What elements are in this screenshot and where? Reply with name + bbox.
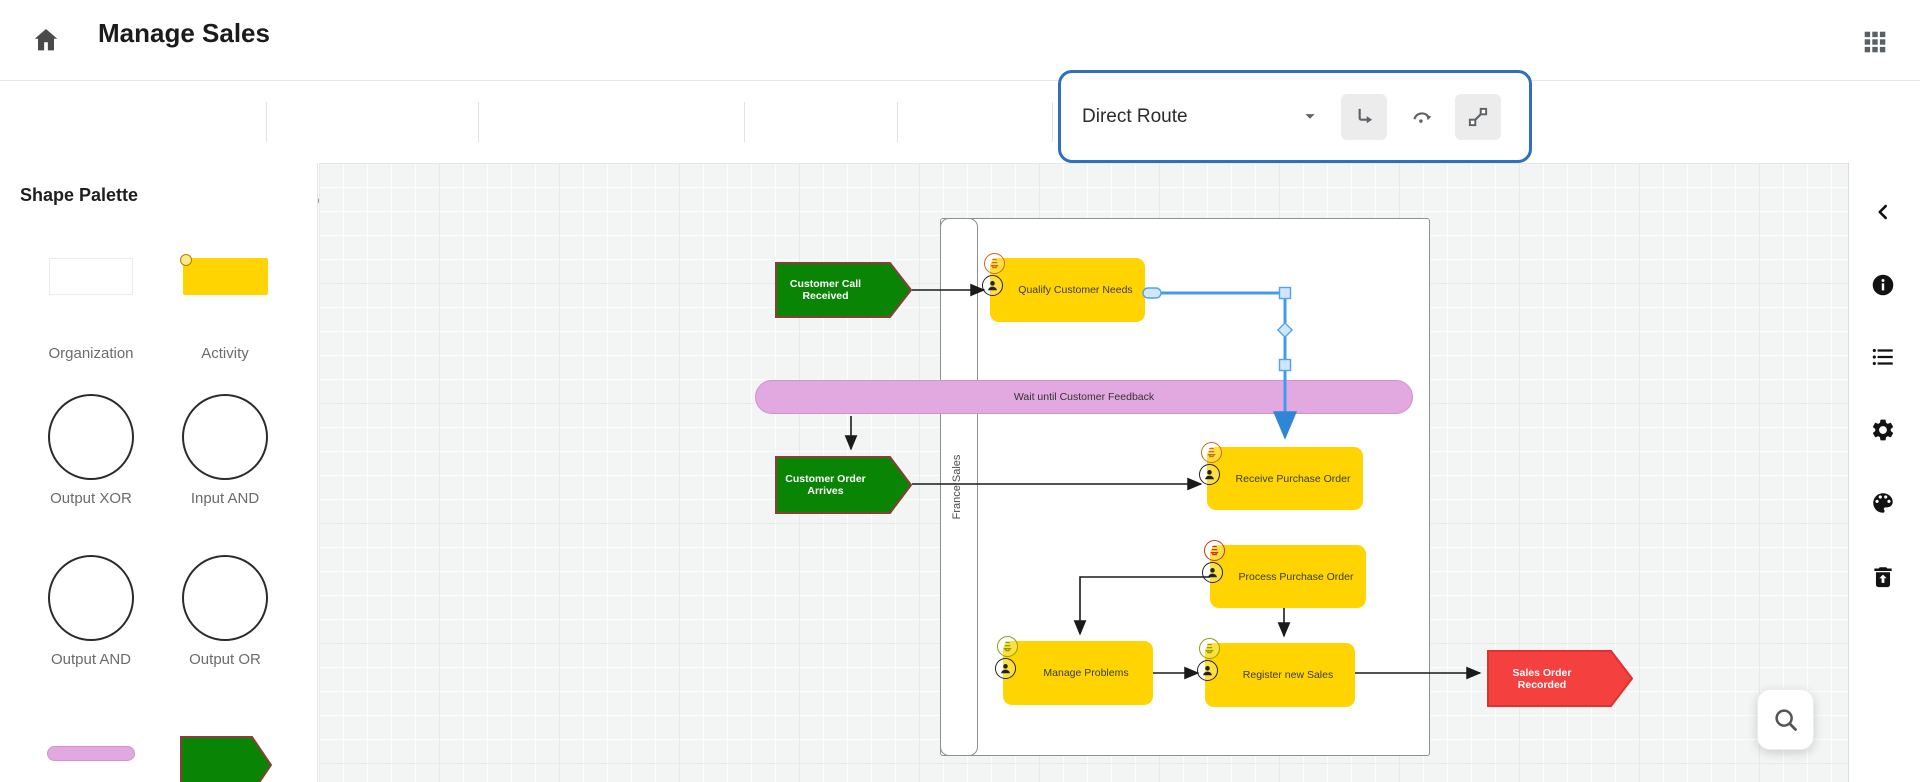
connector-circle-shape bbox=[182, 555, 268, 641]
magnifier-icon bbox=[1774, 708, 1797, 731]
node-label: Manage Problems bbox=[1043, 667, 1129, 679]
collapse-left-icon bbox=[1878, 204, 1888, 220]
palette-item-output-or[interactable]: Output OR bbox=[150, 551, 300, 701]
node-process-purchase-order[interactable]: Process Purchase Order bbox=[1202, 540, 1366, 608]
palette-item-label: Activity bbox=[201, 345, 249, 362]
person-badge-icon bbox=[995, 658, 1016, 679]
person-badge-icon bbox=[1197, 660, 1218, 681]
node-qualify-customer-needs[interactable]: Qualify Customer Needs bbox=[982, 253, 1145, 322]
swimlane-header[interactable] bbox=[940, 218, 978, 756]
straight-connector-button[interactable] bbox=[1455, 94, 1501, 140]
settings-button[interactable] bbox=[1859, 406, 1907, 454]
palette-item-output-and[interactable]: Output AND bbox=[16, 551, 166, 701]
connector-circle-shape bbox=[48, 555, 134, 641]
palette-item-label: Output AND bbox=[50, 651, 132, 668]
process-band-shape bbox=[47, 746, 135, 761]
toolbar-separator bbox=[744, 102, 745, 142]
organization-shape bbox=[49, 258, 133, 295]
person-badge-icon bbox=[1199, 464, 1220, 485]
page-title: Manage Sales bbox=[98, 18, 270, 48]
right-tools-panel bbox=[1848, 163, 1920, 782]
node-wait-until-customer-feedback[interactable]: Wait until Customer Feedback bbox=[755, 380, 1413, 414]
list-button[interactable] bbox=[1859, 333, 1907, 381]
orthogonal-connector-button[interactable] bbox=[1341, 94, 1387, 140]
app-header: Manage Sales bbox=[0, 0, 1920, 81]
activity-shape bbox=[180, 254, 268, 295]
toolbar-separator bbox=[266, 102, 267, 142]
system-badge-icon bbox=[1201, 442, 1222, 463]
palette-title: Shape Palette bbox=[20, 185, 139, 205]
system-badge-icon bbox=[1204, 540, 1225, 561]
theme-palette-button[interactable] bbox=[1859, 479, 1907, 527]
event-arrow-shape bbox=[1487, 650, 1633, 707]
connector-routing-group: Direct Route bbox=[1058, 70, 1532, 163]
chevron-down-icon[interactable] bbox=[1299, 105, 1321, 132]
list-icon bbox=[1872, 348, 1893, 366]
info-button[interactable] bbox=[1859, 261, 1907, 309]
theme-palette-icon bbox=[1873, 493, 1893, 513]
info-icon bbox=[1872, 274, 1894, 296]
palette-item-input-and[interactable]: Input AND bbox=[150, 390, 300, 540]
palette-item-label: Output XOR bbox=[50, 490, 132, 507]
node-customer-call-received[interactable]: Customer Call Received bbox=[775, 262, 912, 318]
node-customer-order-arrives[interactable]: Customer Order Arrives bbox=[775, 456, 912, 514]
node-label: Customer Order Arrives bbox=[785, 473, 866, 497]
connector-circle-shape bbox=[48, 394, 134, 480]
event-arrow-shape bbox=[180, 736, 272, 782]
settings-icon bbox=[1872, 419, 1894, 441]
diagram-canvas[interactable]: France Sales Customer Call Received Qualif… bbox=[319, 163, 1848, 782]
palette-item-organization[interactable]: Organization bbox=[16, 240, 166, 390]
routing-dropdown[interactable]: Direct Route bbox=[1082, 73, 1332, 160]
orthogonal-connector-icon bbox=[1358, 108, 1373, 124]
zoom-search-button[interactable] bbox=[1757, 689, 1814, 750]
toolbar-separator bbox=[897, 102, 898, 142]
straight-connector-icon bbox=[1468, 107, 1488, 127]
apps-grid-icon bbox=[1864, 31, 1886, 53]
system-badge-icon bbox=[984, 253, 1005, 274]
person-badge-icon bbox=[982, 275, 1003, 296]
home-icon bbox=[34, 29, 58, 51]
node-manage-problems[interactable]: Manage Problems bbox=[995, 636, 1153, 705]
palette-item-label: Output OR bbox=[189, 651, 261, 668]
node-label: Receive Purchase Order bbox=[1235, 472, 1351, 485]
palette-item-capsule[interactable] bbox=[16, 712, 166, 782]
apps-menu-button[interactable] bbox=[1852, 19, 1898, 65]
node-label: Qualify Customer Needs bbox=[1018, 284, 1133, 296]
toolbar-separator bbox=[478, 102, 479, 142]
node-label: Process Purchase Order bbox=[1238, 570, 1354, 583]
person-badge-icon bbox=[1202, 562, 1223, 583]
event-arrow-shape bbox=[775, 456, 912, 514]
node-register-new-sales[interactable]: Register new Sales bbox=[1197, 638, 1355, 707]
home-button[interactable] bbox=[24, 18, 68, 62]
trash-restore-button[interactable] bbox=[1859, 553, 1907, 601]
toolbar-separator bbox=[1052, 102, 1053, 142]
palette-item-label: Organization bbox=[48, 345, 134, 362]
node-label: Customer Call Received bbox=[789, 278, 862, 302]
palette-item-label: Input AND bbox=[190, 490, 260, 507]
event-arrow-shape bbox=[775, 262, 912, 318]
palette-item-activity[interactable]: Activity bbox=[150, 240, 300, 390]
bezier-connector-button[interactable] bbox=[1399, 94, 1445, 140]
node-sales-order-recorded[interactable]: Sales Order Recorded bbox=[1487, 650, 1633, 707]
system-badge-icon bbox=[1199, 638, 1220, 659]
routing-dropdown-value: Direct Route bbox=[1082, 105, 1188, 127]
trash-restore-icon bbox=[1874, 567, 1892, 588]
node-label: Wait until Customer Feedback bbox=[1013, 391, 1155, 403]
system-badge-icon bbox=[997, 636, 1018, 657]
node-label: Sales Order Recorded bbox=[1512, 666, 1572, 691]
node-receive-purchase-order[interactable]: Receive Purchase Order bbox=[1199, 442, 1363, 510]
activity-badge-icon bbox=[180, 254, 192, 266]
palette-item-arrow[interactable] bbox=[150, 712, 300, 782]
swimlane-label: France Sales bbox=[951, 454, 963, 520]
palette-item-output-xor[interactable]: Output XOR bbox=[16, 390, 166, 540]
collapse-left-button[interactable] bbox=[1859, 188, 1907, 236]
node-label: Register new Sales bbox=[1242, 669, 1334, 681]
bezier-connector-icon bbox=[1413, 112, 1432, 123]
toolbar bbox=[0, 81, 1920, 215]
connector-circle-shape bbox=[182, 394, 268, 480]
